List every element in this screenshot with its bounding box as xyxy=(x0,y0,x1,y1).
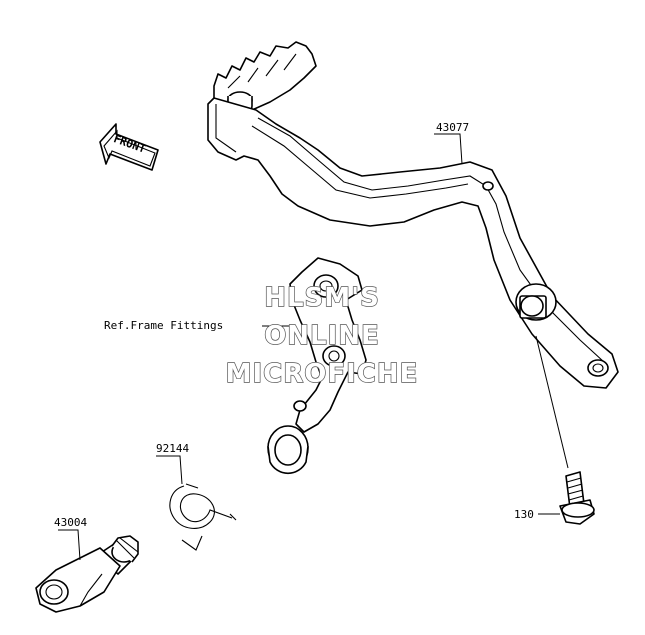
spring-92144 xyxy=(169,483,237,551)
brake-pedal-43077 xyxy=(207,41,619,389)
label-130: 130 xyxy=(514,508,534,521)
label-43077: 43077 xyxy=(436,121,469,134)
watermark-line1: HLSM'S xyxy=(264,283,380,313)
label-ref-frame-fittings: Ref.Frame Fittings xyxy=(104,319,223,332)
bolt-130 xyxy=(559,471,595,525)
watermark: HLSM'S ONLINE MICROFICHE xyxy=(225,282,419,389)
front-arrow: FRONT xyxy=(99,123,159,171)
watermark-line2: ONLINE xyxy=(264,321,380,351)
watermark-line3: MICROFICHE xyxy=(226,359,419,389)
leader-lines xyxy=(58,133,569,561)
shaft-43004 xyxy=(35,535,139,613)
label-92144: 92144 xyxy=(156,442,189,455)
leader-92144 xyxy=(156,455,183,485)
label-43004: 43004 xyxy=(54,516,87,529)
leader-43004 xyxy=(58,529,81,561)
leader-bolt-axis xyxy=(535,335,569,469)
frame-bracket xyxy=(267,257,367,475)
leader-43077 xyxy=(434,133,463,165)
